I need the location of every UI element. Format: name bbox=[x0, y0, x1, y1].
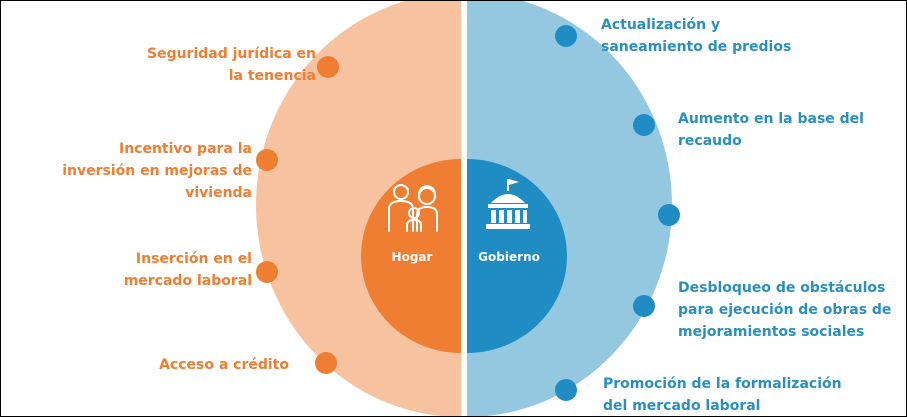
right-item-desbloqueo: Desbloqueo de obstáculos para ejecución … bbox=[678, 280, 892, 340]
left-dot-4 bbox=[315, 352, 337, 374]
right-dot-1 bbox=[555, 25, 577, 47]
left-item-incentivo: Incentivo para la inversión en mejoras d… bbox=[62, 141, 252, 201]
right-item-actualizacion: Actualización y saneamiento de predios bbox=[601, 17, 792, 55]
right-dot-5 bbox=[555, 379, 577, 401]
family-icon bbox=[388, 184, 438, 232]
right-item-aumento: Aumento en la base del recaudo bbox=[678, 111, 864, 149]
hogar-core bbox=[361, 159, 461, 353]
hogar-title: Hogar bbox=[391, 250, 433, 264]
left-dot-1 bbox=[317, 56, 339, 78]
left-dot-3 bbox=[256, 261, 278, 283]
left-item-insercion: Inserción en el mercado laboral bbox=[123, 251, 252, 289]
right-item-promocion: Promoción de la formalización del mercad… bbox=[603, 376, 842, 414]
left-dot-2 bbox=[256, 149, 278, 171]
right-dot-3 bbox=[658, 204, 680, 226]
left-item-credito: Acceso a crédito bbox=[159, 357, 289, 373]
right-dot-2 bbox=[633, 114, 655, 136]
left-item-seguridad: Seguridad jurídica en la tenencia bbox=[146, 46, 316, 84]
government-building-icon bbox=[486, 179, 530, 229]
right-dot-4 bbox=[633, 295, 655, 317]
gobierno-title: Gobierno bbox=[478, 250, 540, 264]
